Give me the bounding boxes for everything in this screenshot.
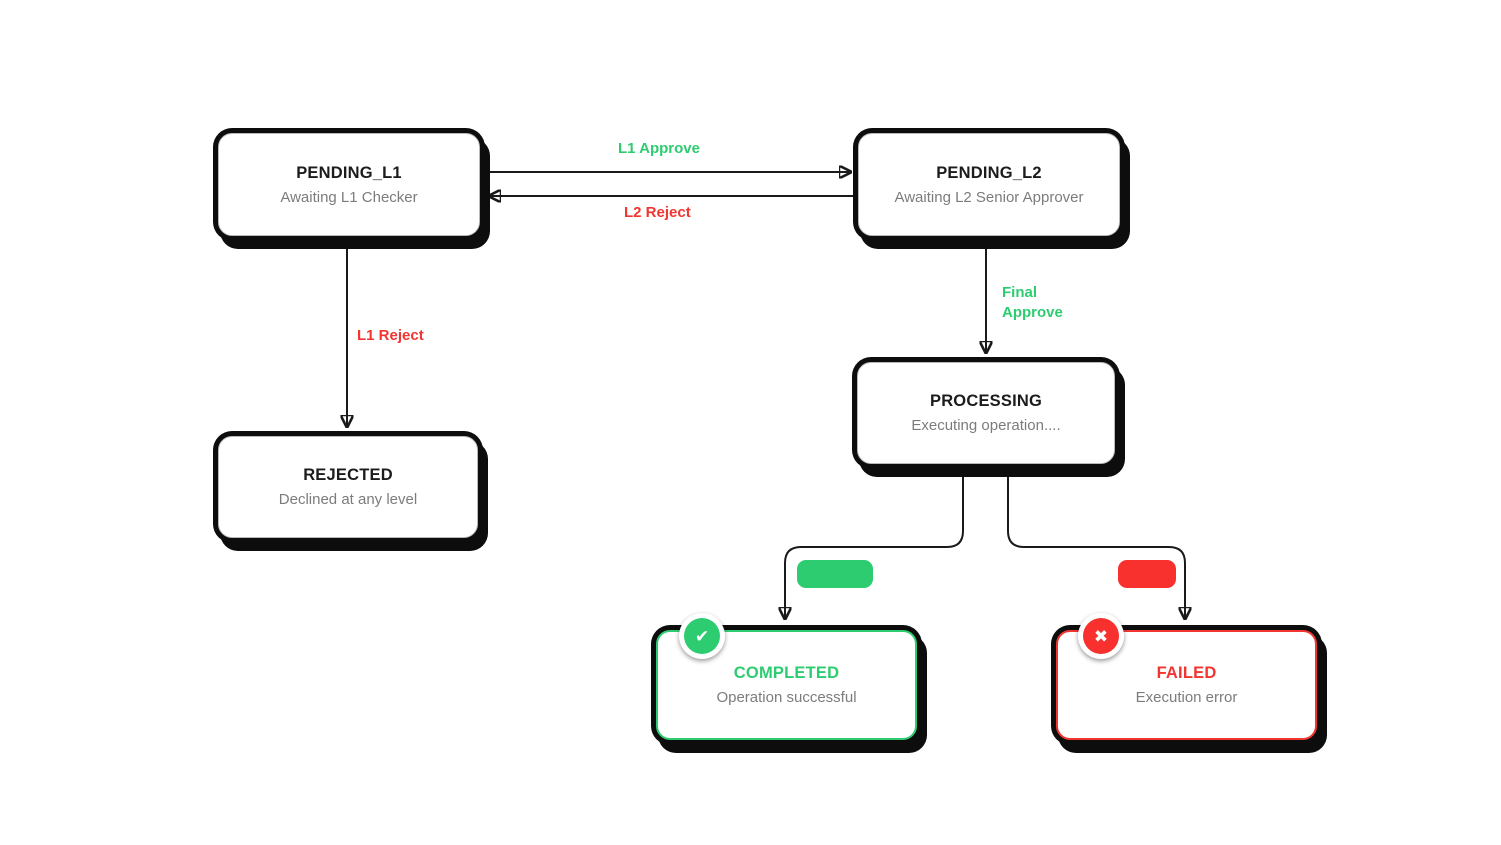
- node-title: REJECTED: [303, 466, 393, 484]
- edge-pill-success: [797, 560, 873, 588]
- failed-badge: ✖: [1078, 613, 1124, 659]
- node-rejected[interactable]: REJECTED Declined at any level: [218, 436, 478, 538]
- node-subtitle: Awaiting L1 Checker: [280, 188, 418, 206]
- check-icon: ✔: [684, 618, 720, 654]
- node-processing[interactable]: PROCESSING Executing operation....: [857, 362, 1115, 464]
- edge-pill-error: [1118, 560, 1176, 588]
- edge-success-branch-line: [785, 464, 964, 618]
- node-subtitle: Operation successful: [716, 689, 857, 706]
- node-subtitle: Declined at any level: [278, 491, 418, 508]
- node-title: FAILED: [1156, 664, 1217, 682]
- node-pending-l1[interactable]: PENDING_L1 Awaiting L1 Checker: [218, 133, 480, 236]
- node-subtitle: Execution error: [1135, 689, 1238, 706]
- node-title: PENDING_L1: [296, 163, 402, 182]
- node-subtitle: Executing operation....: [911, 417, 1061, 434]
- completed-badge: ✔: [679, 613, 725, 659]
- node-title: COMPLETED: [733, 664, 840, 682]
- node-title: PENDING_L2: [936, 163, 1042, 182]
- node-pending-l2[interactable]: PENDING_L2 Awaiting L2 Senior Approver: [858, 133, 1120, 236]
- edge-label-l2-reject: L2 Reject: [624, 204, 691, 221]
- cross-icon: ✖: [1083, 618, 1119, 654]
- edge-label-l1-approve: L1 Approve: [618, 140, 700, 157]
- node-subtitle: Awaiting L2 Senior Approver: [894, 188, 1084, 206]
- node-title: PROCESSING: [929, 392, 1043, 410]
- edge-label-final-approve: Final Approve: [1002, 284, 1063, 321]
- edge-label-l1-reject: L1 Reject: [357, 327, 424, 344]
- edge-error-branch-line: [1007, 464, 1185, 618]
